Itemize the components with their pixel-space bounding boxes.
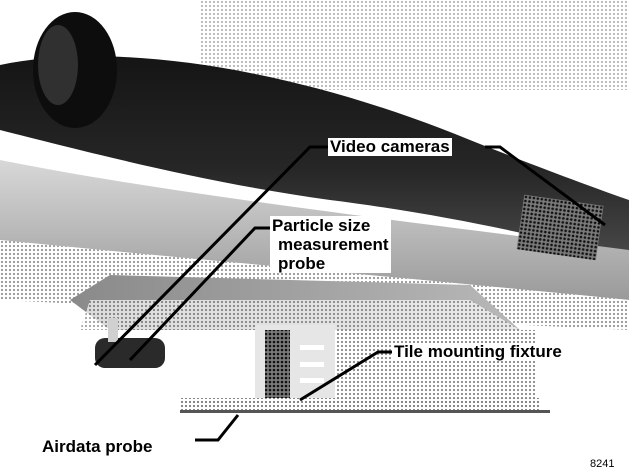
- camera-housing: [516, 194, 604, 261]
- airdata-probe-edge: [180, 410, 550, 413]
- ring-highlight: [38, 25, 78, 105]
- tile-slot-1: [300, 345, 324, 350]
- leader-video-left: [93, 145, 328, 367]
- upper-haze: [200, 0, 629, 90]
- figure-number: 8241: [590, 458, 615, 470]
- leader-particle: [128, 226, 270, 362]
- airdata-probe: [180, 398, 540, 412]
- leader-lines: [93, 145, 606, 442]
- particle-probe-line1: Particle size: [272, 216, 371, 235]
- leader-airdata: [195, 414, 240, 442]
- tile-slot-3: [300, 378, 324, 383]
- tile-slot-2: [300, 362, 324, 367]
- particle-probe-callout: Particle size measurement probe: [270, 216, 391, 273]
- particle-probe-line2: measurement: [278, 235, 389, 254]
- pylon-shadow: [80, 300, 520, 330]
- leader-video-right: [485, 145, 606, 227]
- particle-probe-line3: probe: [278, 254, 326, 273]
- leader-tile: [299, 350, 392, 402]
- tile-fixture-face: [265, 330, 290, 405]
- tile-fixture-callout: Tile mounting fixture: [392, 342, 564, 361]
- fuselage-body: [0, 56, 629, 260]
- video-cameras-callout: Video cameras: [328, 137, 452, 156]
- airdata-probe-callout: Airdata probe: [42, 437, 153, 456]
- probe-strut: [108, 318, 118, 342]
